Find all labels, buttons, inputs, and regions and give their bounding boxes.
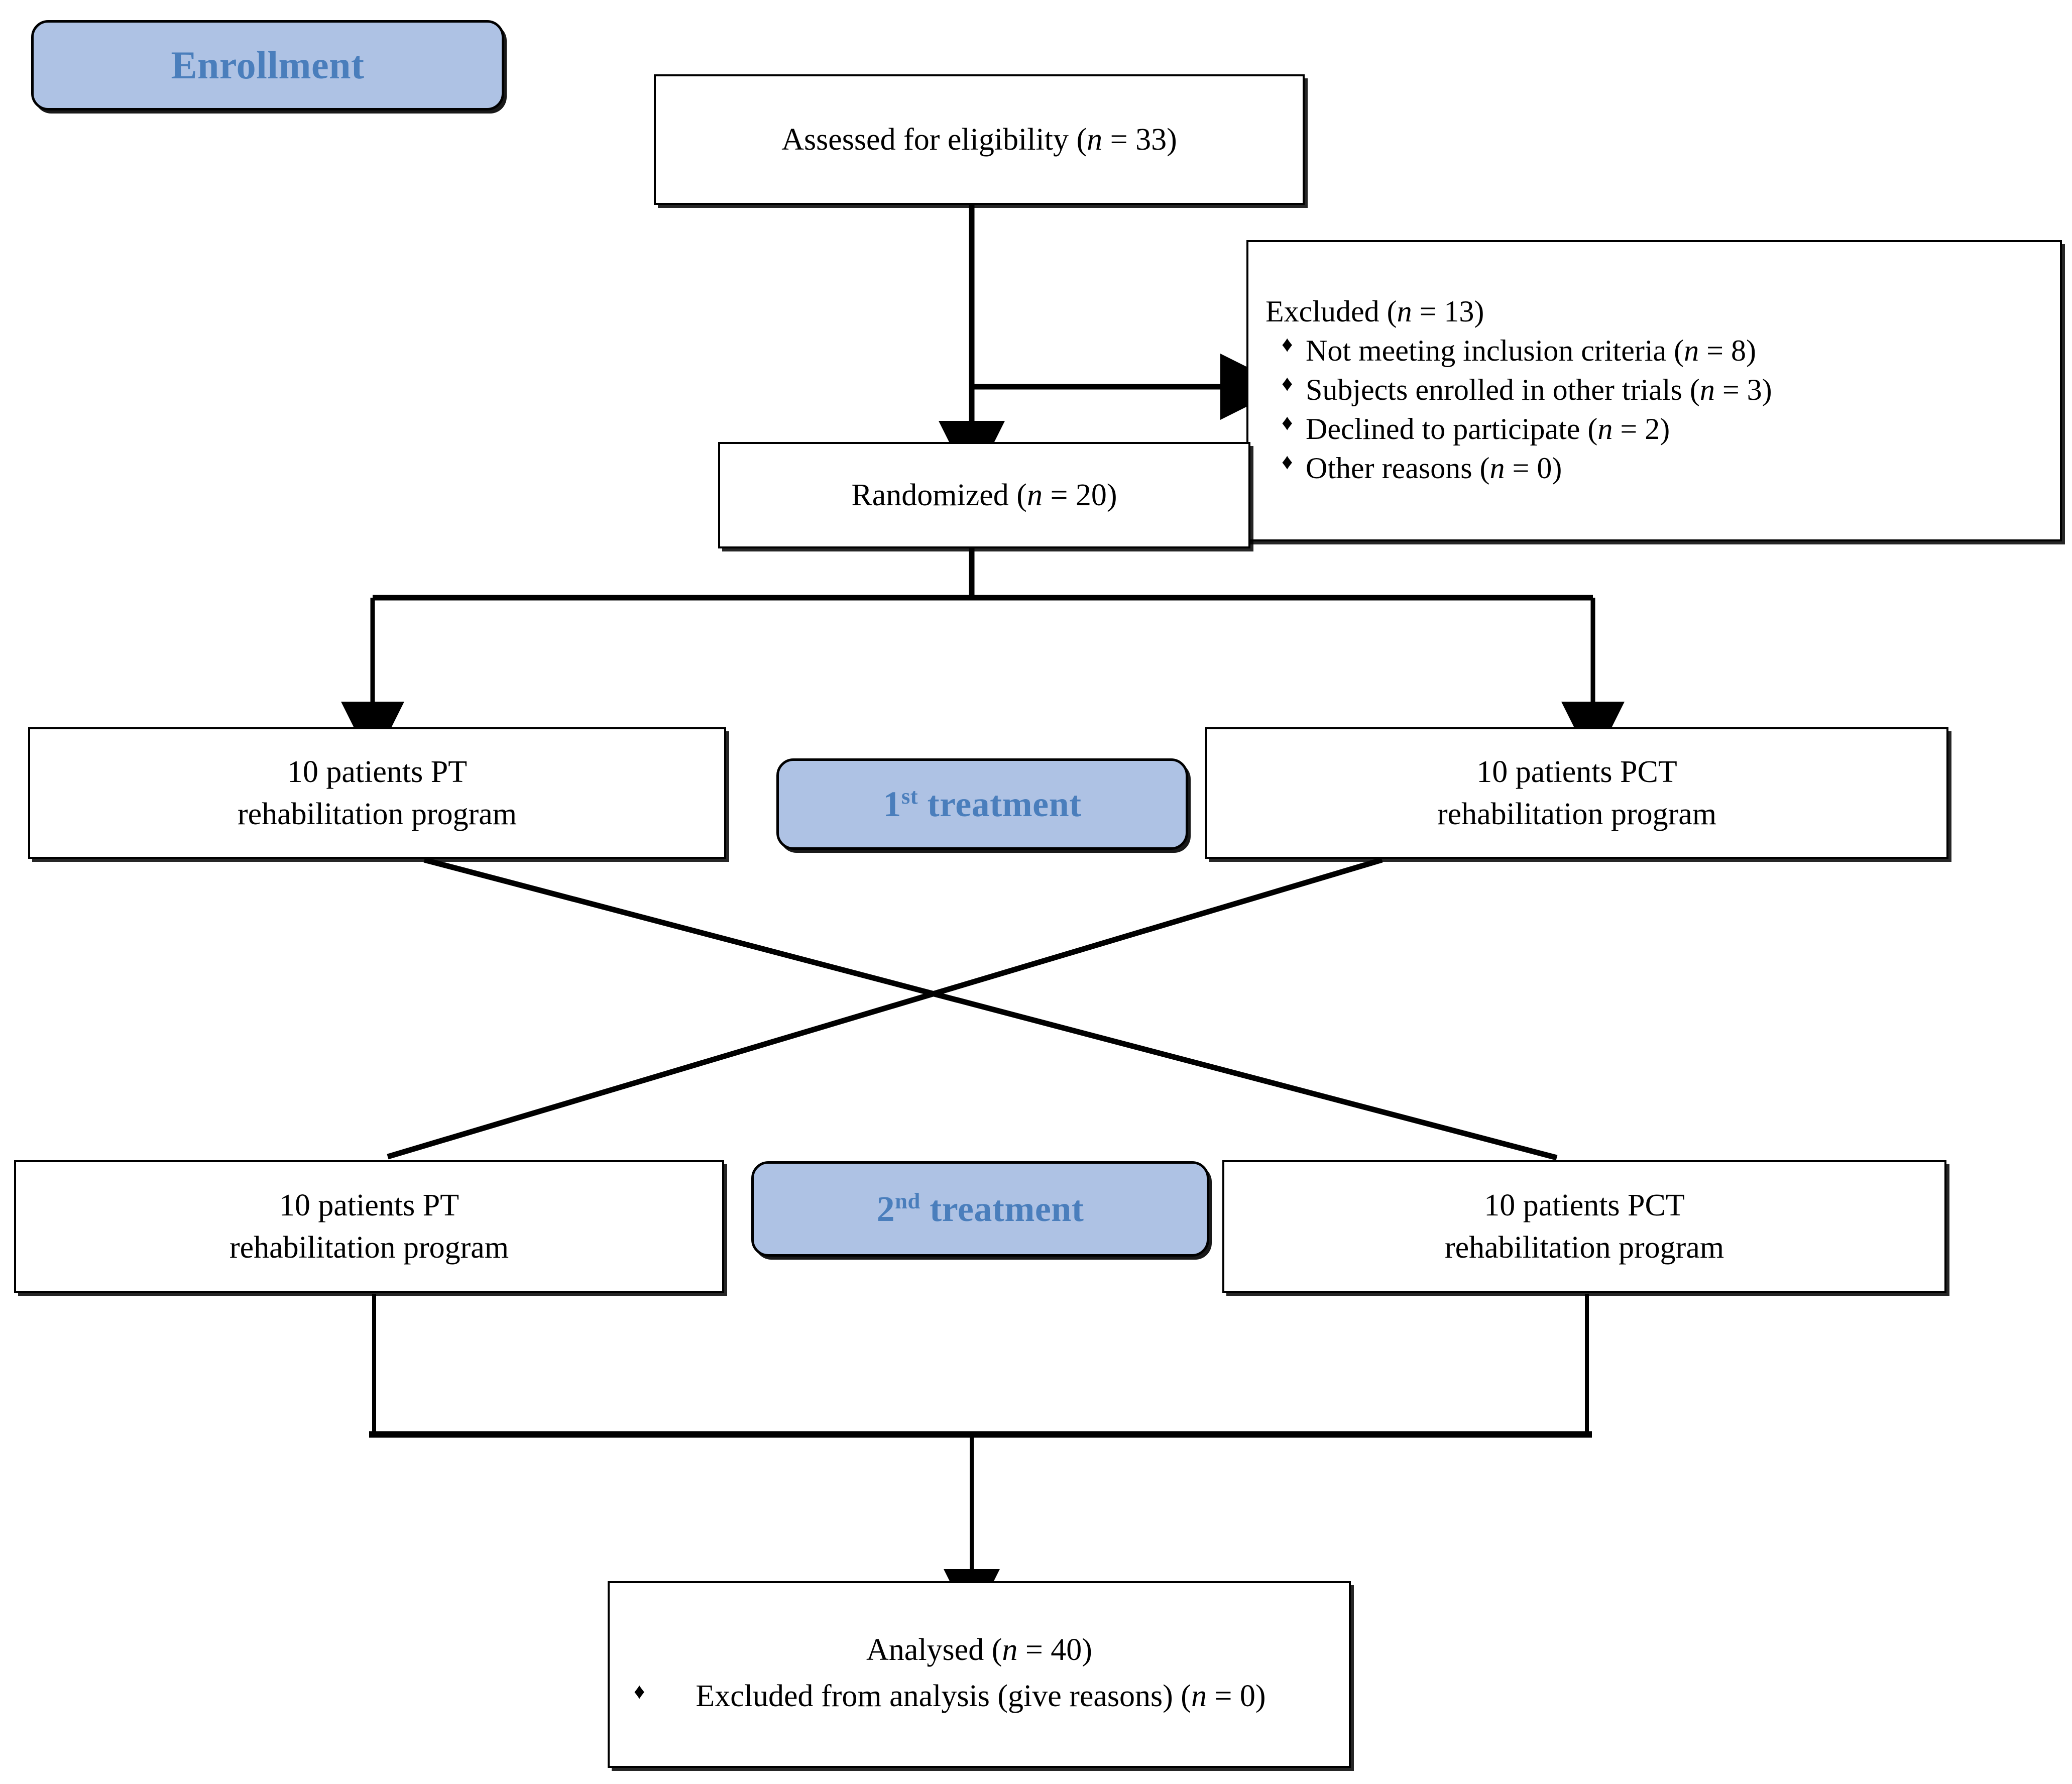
excluded-item-3-italic-n: n — [1489, 451, 1505, 485]
excluded-item-2-value: = 2) — [1613, 412, 1670, 445]
stage-badge-second-treatment-label: 2nd treatment — [877, 1188, 1084, 1230]
randomized-text-after: = 20) — [1042, 478, 1117, 512]
first-treatment-pct-text: 10 patients PCT rehabilitation program — [1207, 751, 1946, 836]
box-second-treatment-pct: 10 patients PCT rehabilitation program — [1222, 1160, 1946, 1293]
excluded-title-italic-n: n — [1397, 294, 1412, 328]
second-treatment-pt-text: 10 patients PT rehabilitation program — [16, 1184, 722, 1269]
excluded-reason-list: Not meeting inclusion criteria (n = 8) S… — [1265, 330, 2047, 488]
assessed-text-after: = 33) — [1102, 122, 1177, 157]
analysed-content: Analysed (n = 40) ♦Excluded from analysi… — [610, 1632, 1349, 1717]
stage-badge-first-treatment: 1st treatment — [776, 758, 1188, 850]
excluded-item-0-italic-n: n — [1684, 333, 1699, 367]
second-treatment-pt-line2: rehabilitation program — [229, 1231, 509, 1265]
stage-badge-first-treatment-label: 1st treatment — [883, 784, 1081, 825]
excluded-item-1-italic-n: n — [1699, 373, 1715, 406]
second-treatment-pct-line2: rehabilitation program — [1444, 1231, 1724, 1265]
box-excluded: Excluded (n = 13) Not meeting inclusion … — [1246, 240, 2062, 541]
excluded-item-0-value: = 8) — [1699, 333, 1756, 367]
excluded-item-1-label: Subjects enrolled in other trials ( — [1306, 373, 1700, 406]
first-treatment-pt-line2: rehabilitation program — [237, 797, 517, 831]
box-assessed-for-eligibility: Assessed for eligibility (n = 33) — [654, 74, 1305, 205]
excluded-item-0-label: Not meeting inclusion criteria ( — [1306, 333, 1684, 367]
second-treatment-number: 2 — [876, 1188, 895, 1229]
excluded-item-3-value: = 0) — [1505, 451, 1562, 485]
second-treatment-word: treatment — [920, 1188, 1084, 1229]
list-item: Subjects enrolled in other trials (n = 3… — [1279, 369, 2047, 409]
second-treatment-pct-text: 10 patients PCT rehabilitation program — [1224, 1184, 1944, 1269]
randomized-text-before: Randomized ( — [851, 478, 1027, 512]
first-treatment-pct-line2: rehabilitation program — [1437, 797, 1717, 831]
excluded-item-3-label: Other reasons ( — [1306, 451, 1490, 485]
box-first-treatment-pct: 10 patients PCT rehabilitation program — [1205, 727, 1948, 859]
analysed-line1-italic-n: n — [1002, 1633, 1018, 1667]
first-treatment-pct-line1: 10 patients PCT — [1476, 754, 1677, 789]
analysed-line2-italic-n: n — [1191, 1679, 1207, 1714]
excluded-item-1-value: = 3) — [1714, 373, 1772, 406]
analysed-line1-after: = 40) — [1017, 1633, 1092, 1667]
analysed-line2: ♦ Excluded from analysis (give reasons) (… — [632, 1676, 1327, 1717]
assessed-text-before: Assessed for eligibility ( — [781, 122, 1087, 157]
stage-badge-enrollment-label: Enrollment — [171, 43, 365, 87]
second-treatment-pct-line1: 10 patients PCT — [1484, 1188, 1685, 1222]
box-first-treatment-pt: 10 patients PT rehabilitation program — [28, 727, 726, 859]
randomized-italic-n: n — [1026, 478, 1043, 512]
first-treatment-pt-text: 10 patients PT rehabilitation program — [30, 751, 724, 836]
connector-crossover-right-to-left — [387, 857, 1383, 1160]
excluded-item-2-label: Declined to participate ( — [1306, 412, 1598, 445]
list-item: Declined to participate (n = 2) — [1279, 408, 2047, 449]
connector-crossover-left-to-right — [423, 857, 1558, 1161]
connector-merge-to-analysed — [369, 1294, 1592, 1625]
box-randomized-text: Randomized (n = 20) — [720, 474, 1248, 516]
excluded-title-after: = 13) — [1412, 294, 1484, 328]
excluded-item-2-italic-n: n — [1597, 412, 1613, 445]
second-treatment-pt-line1: 10 patients PT — [279, 1188, 459, 1222]
box-randomized: Randomized (n = 20) — [718, 442, 1250, 548]
excluded-title-before: Excluded ( — [1265, 294, 1397, 328]
list-item: Other reasons (n = 0) — [1279, 448, 2047, 488]
assessed-italic-n: n — [1087, 122, 1103, 157]
first-treatment-pt-line1: 10 patients PT — [287, 754, 468, 789]
connector-randomized-split — [341, 548, 1625, 765]
stage-badge-enrollment: Enrollment — [31, 20, 504, 110]
box-assessed-text: Assessed for eligibility (n = 33) — [656, 119, 1303, 161]
analysed-line2-before: Excluded from analysis (give reasons) ( — [696, 1679, 1191, 1714]
stage-badge-second-treatment: 2nd treatment — [751, 1161, 1209, 1257]
box-analysed: Analysed (n = 40) ♦Excluded from analysi… — [608, 1581, 1351, 1768]
analysed-line1-before: Analysed ( — [866, 1633, 1002, 1667]
diamond-bullet-icon: ♦ — [634, 1679, 645, 1704]
box-second-treatment-pt: 10 patients PT rehabilitation program — [14, 1160, 724, 1293]
excluded-title: Excluded (n = 13) — [1265, 294, 2047, 329]
analysed-line1: Analysed (n = 40) — [632, 1632, 1327, 1668]
list-item: Not meeting inclusion criteria (n = 8) — [1279, 330, 2047, 370]
first-treatment-ordinal-suffix: st — [901, 783, 918, 809]
first-treatment-number: 1 — [883, 784, 901, 824]
excluded-content: Excluded (n = 13) Not meeting inclusion … — [1248, 294, 2060, 488]
first-treatment-word: treatment — [918, 784, 1082, 824]
analysed-line2-after: = 0) — [1206, 1679, 1266, 1714]
second-treatment-ordinal-suffix: nd — [895, 1188, 920, 1213]
